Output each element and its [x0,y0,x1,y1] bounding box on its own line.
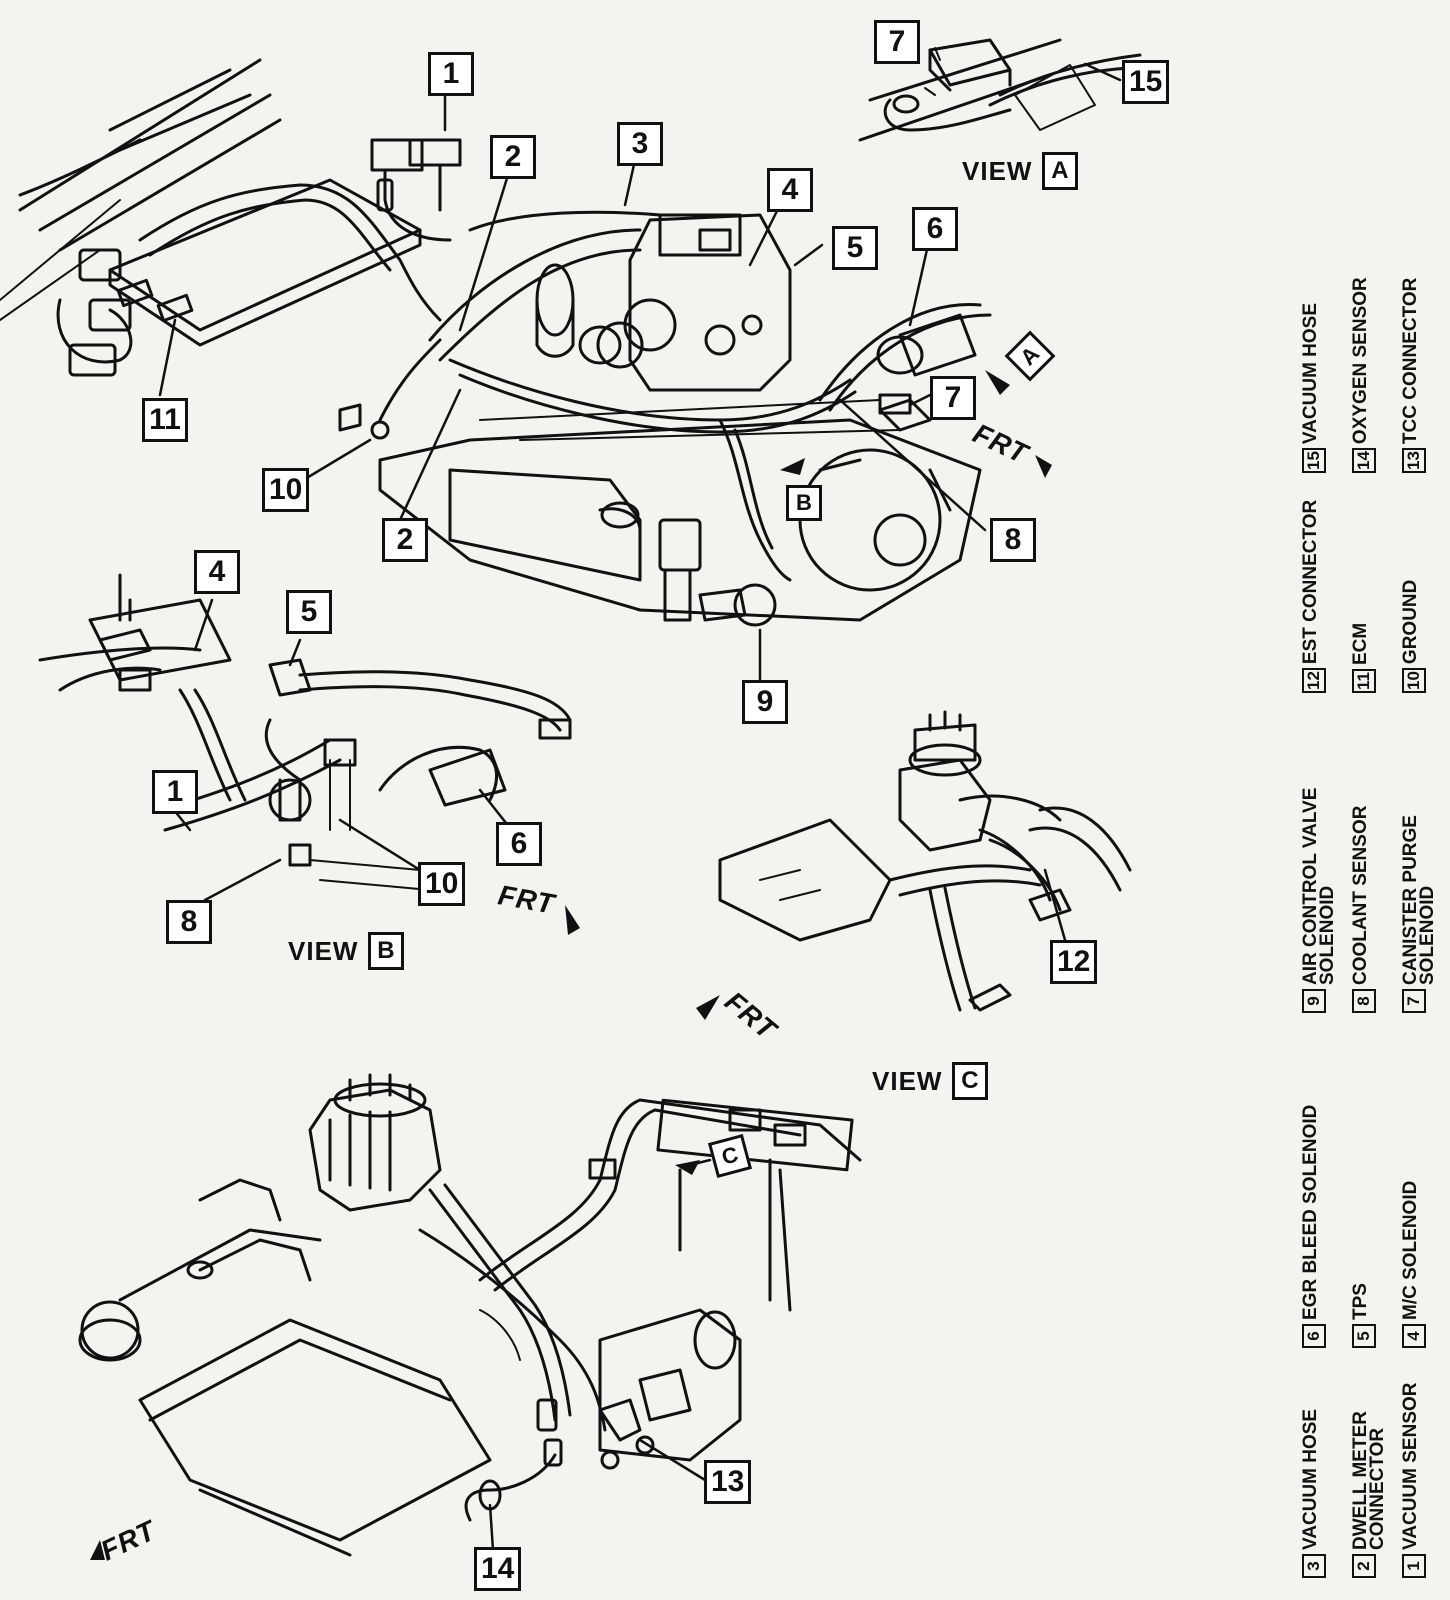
callout-2-dwell-meter-connector-lower: 2 [382,518,428,562]
callout-5-view-b: 5 [286,590,332,634]
callout-11-ecm: 11 [142,398,188,442]
callout-5-tps: 5 [832,226,878,270]
callout-9-air-control-valve-solenoid: 9 [742,680,788,724]
view-a-letter: A [1042,152,1079,190]
callout-14-oxygen-sensor: 14 [474,1547,522,1591]
direction-arrows [90,370,1052,1560]
callout-8-coolant-sensor: 8 [990,518,1036,562]
main-engine-view [0,58,992,627]
callout-1-vacuum-sensor: 1 [428,52,474,96]
callout-10-ground: 10 [262,468,310,512]
view-b-text: VIEW [288,935,359,966]
view-a-illustration [858,38,1142,142]
view-c-label: VIEW C [872,1062,989,1100]
direction-tag-b: B [786,485,822,521]
callout-4-mc-solenoid: 4 [767,168,813,212]
view-c-illustration [718,710,1132,1012]
callout-12-est-connector: 12 [1050,940,1098,984]
view-c-letter: C [952,1062,989,1100]
callout-7-view-a: 7 [874,20,920,64]
ecm-box [108,178,422,332]
view-b-letter: B [368,932,405,970]
callout-2-dwell-meter-connector: 2 [490,135,536,179]
view-c-text: VIEW [872,1065,943,1096]
callout-13-tcc-connector: 13 [704,1460,752,1504]
callout-10-view-b: 10 [418,862,466,906]
callout-3-vacuum-hose: 3 [617,122,663,166]
main-view-leaders [158,88,987,682]
view-a-label: VIEW A [962,152,1079,190]
callout-6-egr-bleed-solenoid: 6 [912,207,958,251]
view-a-text: VIEW [962,155,1033,186]
view-b-label: VIEW B [288,932,405,970]
callout-15-vacuum-hose: 15 [1122,60,1170,104]
callout-8-view-b: 8 [166,900,212,944]
callout-7-canister-purge-solenoid: 7 [930,376,976,420]
callout-1-view-b: 1 [152,770,198,814]
callout-6-view-b: 6 [496,822,542,866]
callout-4-view-b: 4 [194,550,240,594]
bottom-engine-view [78,1073,862,1557]
